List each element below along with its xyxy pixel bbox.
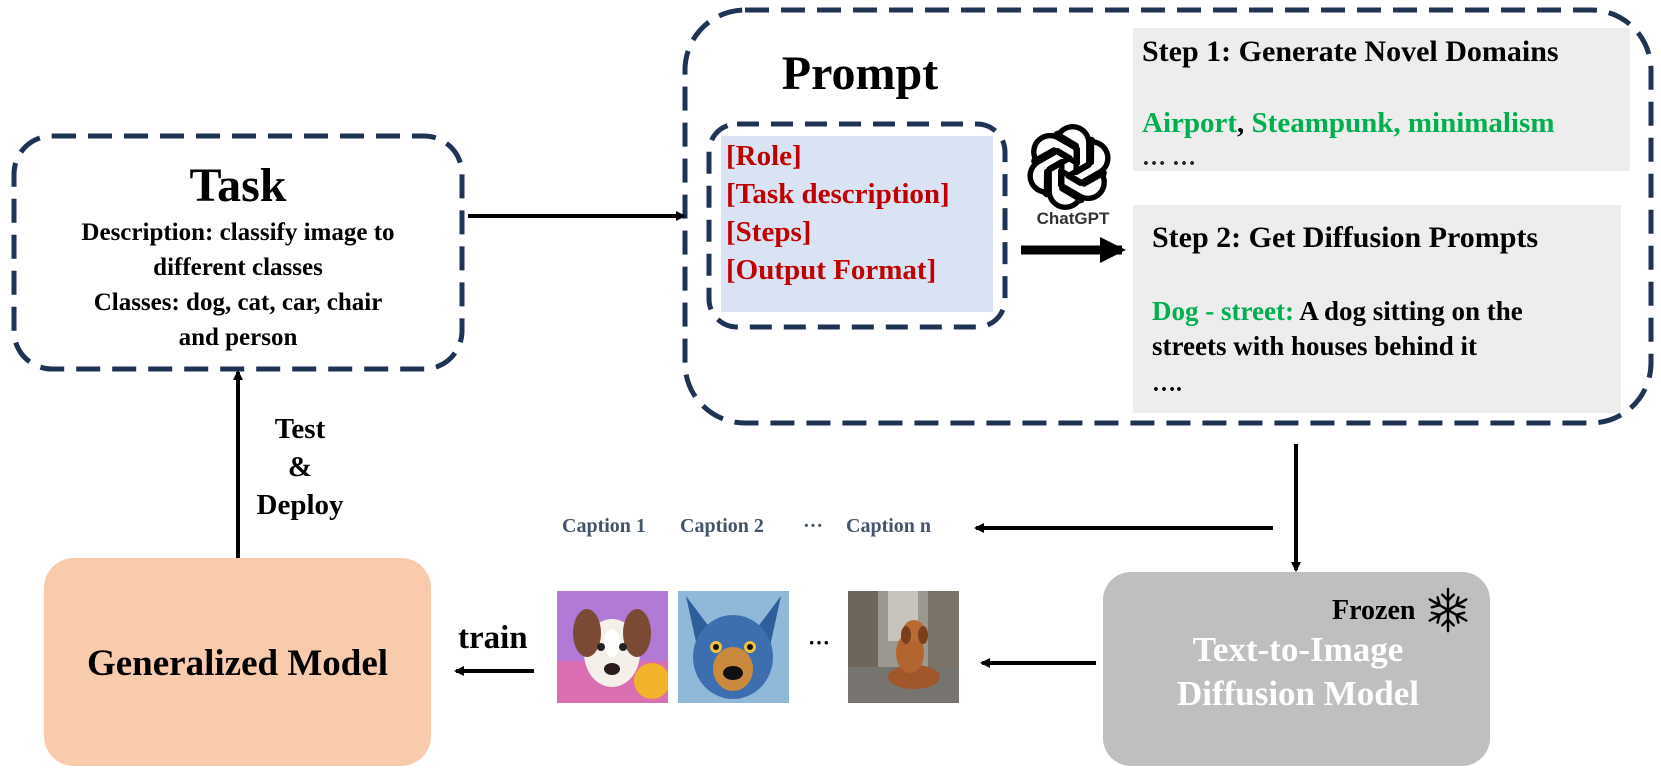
prompt-item-output-format: [Output Format] bbox=[726, 254, 937, 286]
task-line: Classes: dog, cat, car, chair bbox=[93, 289, 383, 316]
step2-example: Dog - street: A dog sitting on the bbox=[1152, 296, 1523, 327]
prompt-items: [Role] [Task description] [Steps] [Outpu… bbox=[726, 137, 950, 289]
ampersand-label: & bbox=[287, 451, 313, 483]
task-description: Description: classify image to different… bbox=[13, 215, 463, 355]
prompt-item-steps: [Steps] bbox=[726, 216, 812, 248]
task-line: different classes bbox=[153, 254, 323, 281]
step2-title: Step 2: Get Diffusion Prompts bbox=[1152, 221, 1539, 254]
step2-example-label: Dog - street: bbox=[1152, 296, 1294, 326]
step2-panel bbox=[1133, 205, 1621, 413]
prompt-item-role: [Role] bbox=[726, 140, 802, 172]
generated-image-2 bbox=[678, 591, 789, 703]
test-label: Test bbox=[274, 413, 326, 445]
train-label: train bbox=[458, 620, 528, 656]
prompt-title: Prompt bbox=[781, 47, 939, 100]
step1-domains: Airport, Steampunk, minimalism bbox=[1142, 107, 1554, 140]
task-title: Task bbox=[189, 159, 287, 212]
frozen-label: Frozen bbox=[1332, 595, 1416, 626]
step1-ellipsis: … … bbox=[1142, 145, 1196, 171]
openai-logo-icon bbox=[1027, 124, 1111, 210]
diffusion-line-2: Diffusion Model bbox=[1176, 674, 1420, 713]
deploy-label: Deploy bbox=[256, 489, 344, 521]
task-line: Description: classify image to bbox=[81, 219, 395, 246]
images-dots: ··· bbox=[808, 630, 831, 655]
diffusion-model-label: Text-to-Image Diffusion Model bbox=[1103, 628, 1493, 716]
step2-example-text: A dog sitting on the bbox=[1293, 296, 1523, 326]
caption-n: Caption n bbox=[846, 515, 932, 537]
caption-dots: ··· bbox=[803, 515, 824, 537]
task-box bbox=[11, 133, 465, 372]
chatgpt-label: ChatGPT bbox=[1036, 209, 1110, 228]
task-line: and person bbox=[178, 324, 298, 351]
step1-panel bbox=[1133, 28, 1630, 171]
caption-2: Caption 2 bbox=[680, 515, 764, 537]
step2-ellipsis: …. bbox=[1152, 371, 1182, 397]
caption-1: Caption 1 bbox=[562, 515, 646, 537]
generalized-model-box bbox=[44, 558, 431, 766]
step2-example-text-2: streets with houses behind it bbox=[1152, 331, 1478, 361]
generalized-model-label: Generalized Model bbox=[86, 643, 389, 684]
generated-image-n bbox=[848, 591, 959, 703]
snowflake-icon bbox=[1428, 587, 1468, 633]
prompt-item-task-description: [Task description] bbox=[726, 178, 950, 210]
step1-title: Step 1: Generate Novel Domains bbox=[1142, 35, 1559, 68]
diffusion-model-box bbox=[1103, 572, 1490, 766]
test-deploy-label: Test & Deploy bbox=[240, 410, 360, 524]
domain-airport: Airport bbox=[1142, 107, 1238, 139]
domain-others: Steampunk, minimalism bbox=[1244, 107, 1555, 139]
domain-comma: , bbox=[1237, 107, 1245, 139]
diffusion-line-1: Text-to-Image bbox=[1192, 630, 1404, 669]
prompt-inner-fill bbox=[721, 136, 993, 312]
generated-image-1 bbox=[557, 591, 668, 703]
